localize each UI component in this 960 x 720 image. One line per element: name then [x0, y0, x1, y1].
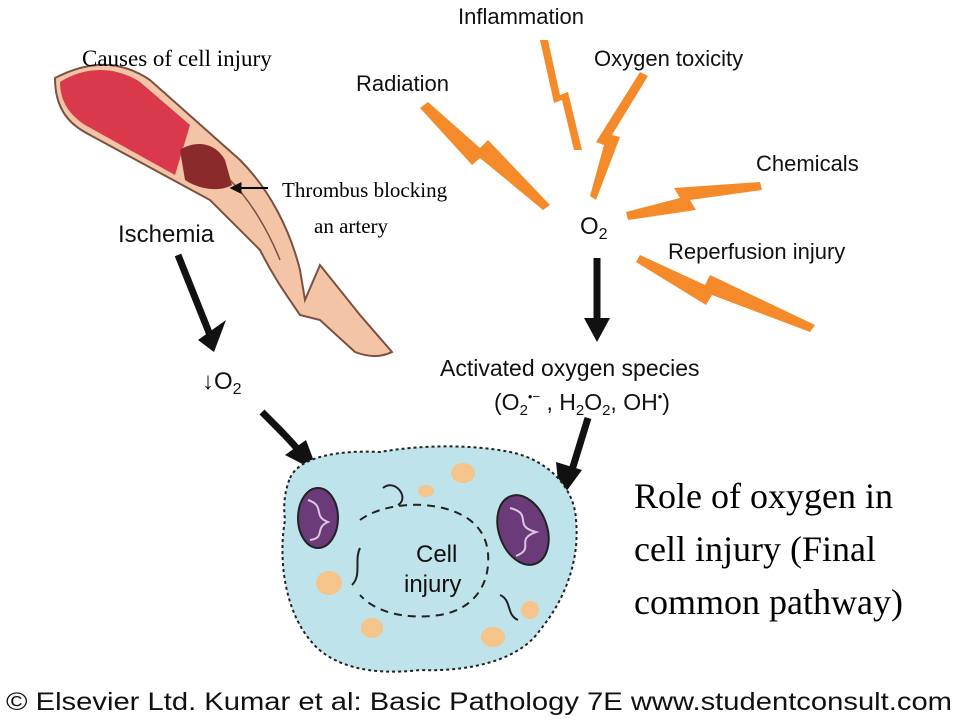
- species-to-cell-arrow: [568, 416, 592, 472]
- oxygen-source-bolts: [420, 40, 815, 332]
- artery-illustration: [53, 63, 394, 358]
- bolt-chemicals: [626, 182, 762, 220]
- injured-cell: [281, 445, 578, 673]
- bolt-oxygen-toxicity: [590, 72, 648, 200]
- role-caption-line2: cell injury (Final: [634, 529, 876, 569]
- cell-injury-label-line1: Cell: [416, 541, 457, 568]
- bolt-radiation: [420, 102, 550, 210]
- ros-formula: (O2•− , H2O2, OH•): [494, 389, 670, 419]
- source-radiation: Radiation: [356, 71, 449, 96]
- bolt-inflammation: [540, 40, 582, 150]
- hypoxia-to-cell-arrow: [259, 409, 303, 455]
- cell-injury-label-line2: injury: [404, 571, 461, 598]
- ischemia-label: Ischemia: [118, 221, 215, 248]
- mitochondrion-left: [297, 487, 339, 549]
- copyright-footer: © Elsevier Ltd. Kumar et al: Basic Patho…: [6, 688, 952, 716]
- source-oxygen-toxicity: Oxygen toxicity: [594, 46, 743, 71]
- source-reperfusion-injury: Reperfusion injury: [668, 239, 845, 264]
- o2-center-label: O2: [580, 213, 608, 243]
- down-arrow-icon: ↓: [202, 368, 214, 395]
- role-caption-line3: common pathway): [634, 582, 903, 622]
- source-inflammation: Inflammation: [458, 4, 584, 29]
- ischemia-arrow: [174, 253, 214, 337]
- activated-species-label: Activated oxygen species: [440, 355, 700, 381]
- source-chemicals: Chemicals: [756, 151, 859, 176]
- thrombus-label-line2: an artery: [314, 214, 389, 238]
- causes-title: Causes of cell injury: [82, 46, 272, 71]
- thrombus: [180, 144, 232, 190]
- reduced-o2-label: ↓O2: [202, 368, 242, 398]
- role-caption-line1: Role of oxygen in: [634, 476, 893, 516]
- bolt-reperfusion: [636, 255, 815, 332]
- thrombus-label-line1: Thrombus blocking: [282, 178, 448, 202]
- mitochondrion-right: [496, 494, 550, 566]
